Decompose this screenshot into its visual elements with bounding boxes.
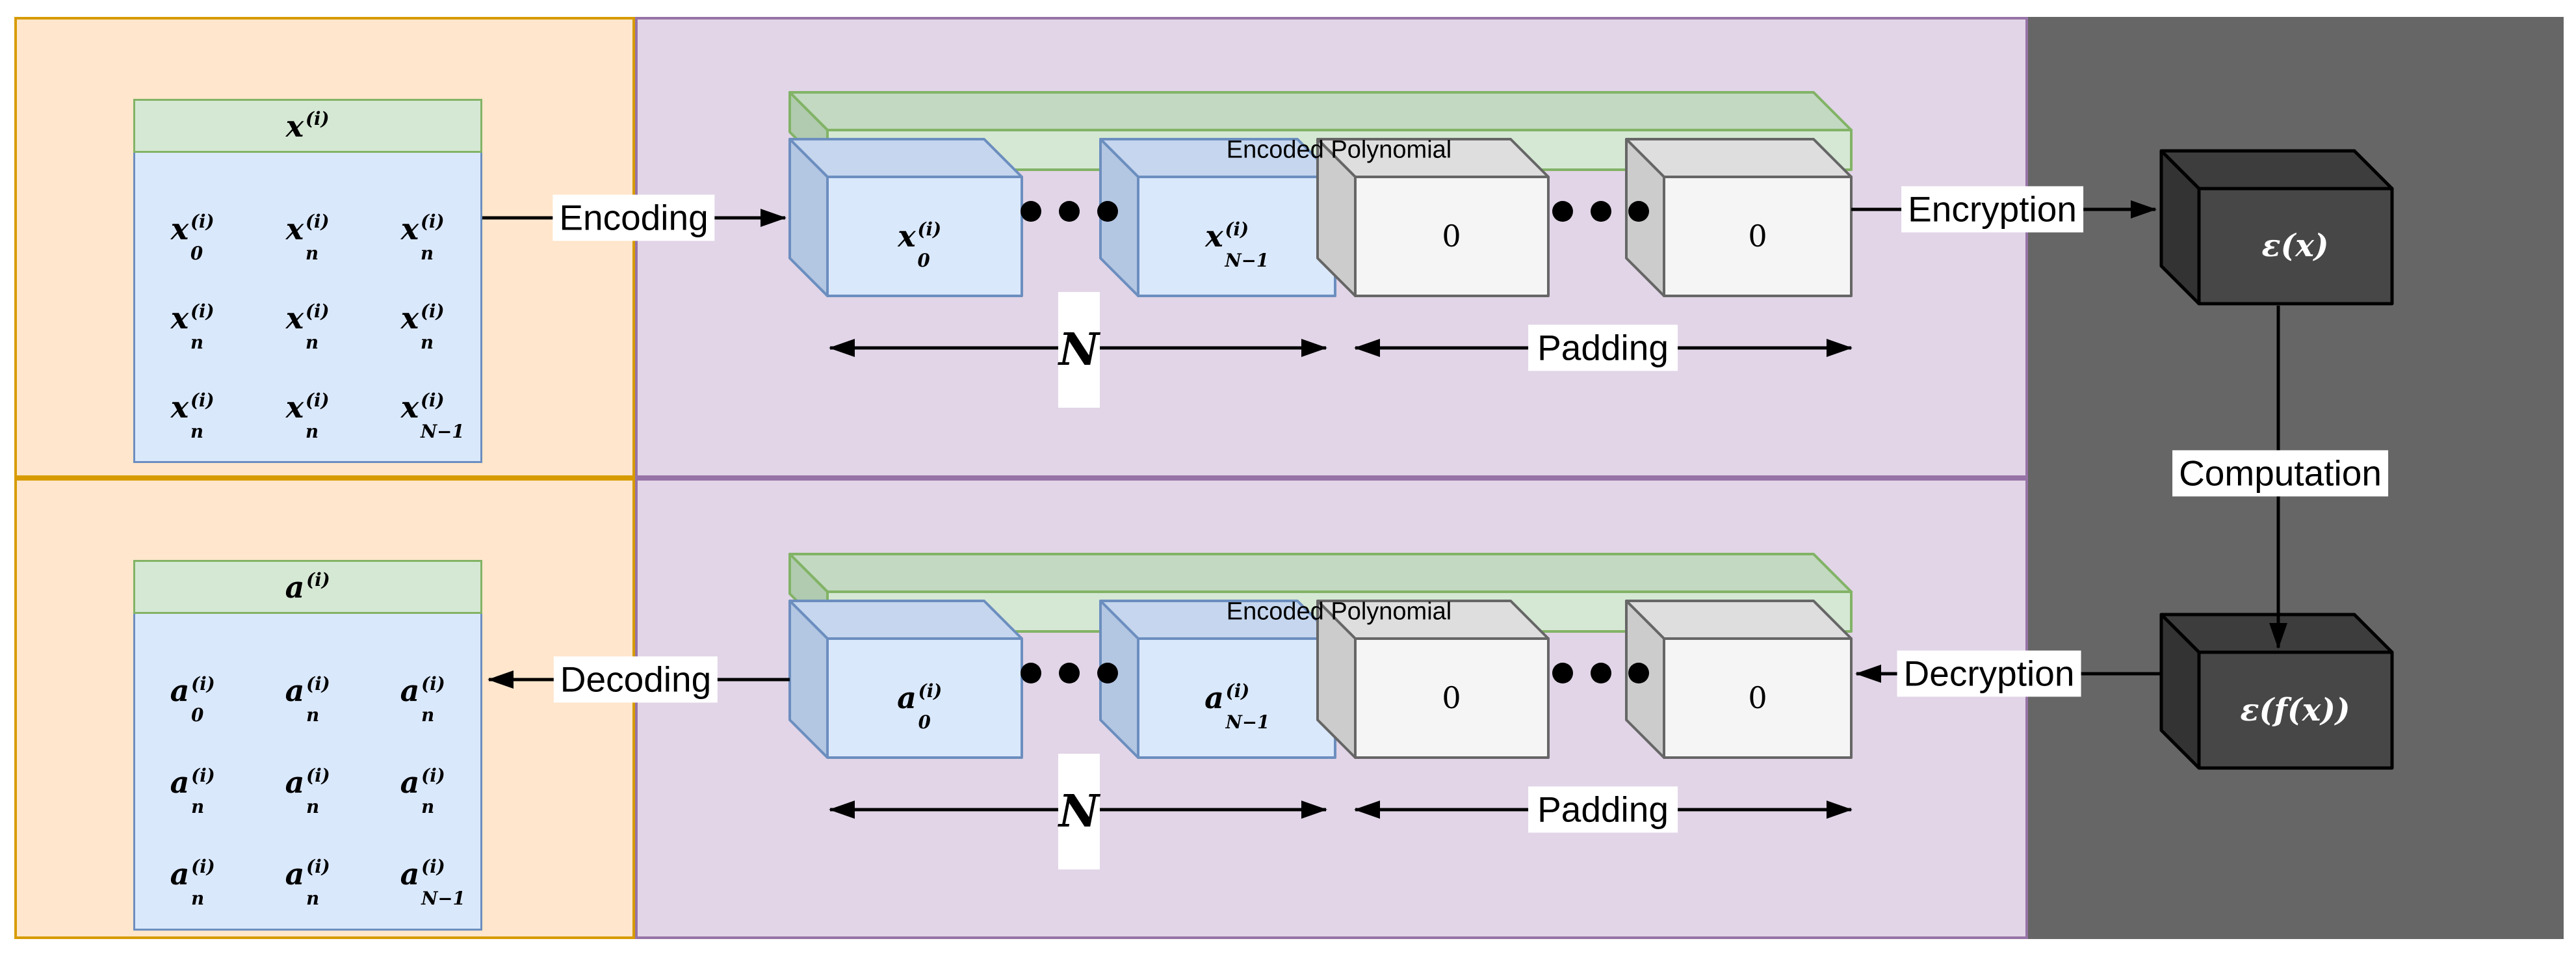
slot-xn1 <box>1099 138 1336 297</box>
slot-label-zero-1-top: 0 <box>1442 219 1461 254</box>
input-matrix: x(i) x(i)0 x(i)n x(i)n x(i)n x(i)n x(i)n… <box>133 99 482 463</box>
slot-label-a0: a(i)0 <box>897 680 943 734</box>
matrix-cell: x(i)n <box>285 389 330 443</box>
output-matrix: a(i) a(i)0 a(i)n a(i)n a(i)n a(i)n a(i)n… <box>133 560 482 931</box>
matrix-cell: x(i)n <box>400 300 445 354</box>
slot-label-an1: a(i)N−1 <box>1204 680 1270 734</box>
matrix-cell: a(i)0 <box>170 672 215 726</box>
encoded-polynomial-label-top: Encoded Polynomial <box>1226 136 1452 164</box>
ciphertext-box-input <box>2159 149 2394 306</box>
slot-zero-2-bottom <box>1625 600 1853 759</box>
input-matrix-title: x(i) <box>285 108 330 144</box>
padding-label-top: Padding <box>1528 325 1678 371</box>
matrix-cell: a(i)n <box>285 764 330 818</box>
ciphertext-input-label: ε(x) <box>2261 228 2329 264</box>
matrix-cell: a(i)n <box>285 672 330 726</box>
matrix-cell: x(i)0 <box>170 211 215 264</box>
output-matrix-header: a(i) <box>133 560 482 614</box>
ellipsis-dots-bottom <box>1021 663 1649 683</box>
output-matrix-title: a(i) <box>285 569 330 605</box>
matrix-cell: a(i)n <box>400 764 445 818</box>
matrix-cell: x(i)n <box>285 211 330 264</box>
matrix-cell: a(i)n <box>400 672 445 726</box>
ciphertext-box-output <box>2159 613 2394 770</box>
matrix-cell: a(i)n <box>170 764 215 818</box>
slot-zero-2-top <box>1625 138 1853 297</box>
encoding-label: Encoding <box>553 194 715 241</box>
slot-zero-1-top <box>1316 138 1550 297</box>
matrix-cell: x(i)n <box>400 211 445 264</box>
input-matrix-body: x(i)0 x(i)n x(i)n x(i)n x(i)n x(i)n x(i)… <box>133 153 482 463</box>
matrix-cell: x(i)n <box>170 389 215 443</box>
slot-label-x0: x(i)0 <box>898 218 942 272</box>
slot-an1 <box>1099 600 1336 759</box>
slot-label-zero-2-bottom: 0 <box>1748 680 1767 715</box>
slot-label-xn1: x(i)N−1 <box>1205 218 1269 272</box>
slot-x0 <box>788 138 1023 297</box>
input-matrix-header: x(i) <box>133 99 482 153</box>
ellipsis-dots-top <box>1021 201 1649 222</box>
matrix-cell: a(i)n <box>170 856 215 909</box>
matrix-cell: x(i)n <box>170 300 215 354</box>
encoded-polynomial-label-bottom: Encoded Polynomial <box>1226 598 1452 626</box>
n-dimension-label-top: N <box>1058 292 1100 408</box>
matrix-cell: a(i)n <box>285 856 330 909</box>
ciphertext-output-label: ε(f(x)) <box>2240 692 2350 728</box>
slot-label-zero-1-bottom: 0 <box>1442 680 1461 715</box>
output-matrix-body: a(i)0 a(i)n a(i)n a(i)n a(i)n a(i)n a(i)… <box>133 614 482 931</box>
padding-label-bottom: Padding <box>1528 786 1678 833</box>
decryption-label: Decryption <box>1897 650 2081 697</box>
n-dimension-label-bottom: N <box>1058 754 1100 869</box>
matrix-cell: x(i)N−1 <box>400 389 465 443</box>
matrix-cell: x(i)n <box>285 300 330 354</box>
computation-label: Computation <box>2172 450 2388 497</box>
encryption-label: Encryption <box>1901 186 2083 233</box>
matrix-cell: a(i)N−1 <box>400 856 465 909</box>
slot-a0 <box>788 600 1023 759</box>
slot-label-zero-2-top: 0 <box>1748 219 1767 254</box>
slot-zero-1-bottom <box>1316 600 1550 759</box>
decoding-label: Decoding <box>553 656 718 703</box>
